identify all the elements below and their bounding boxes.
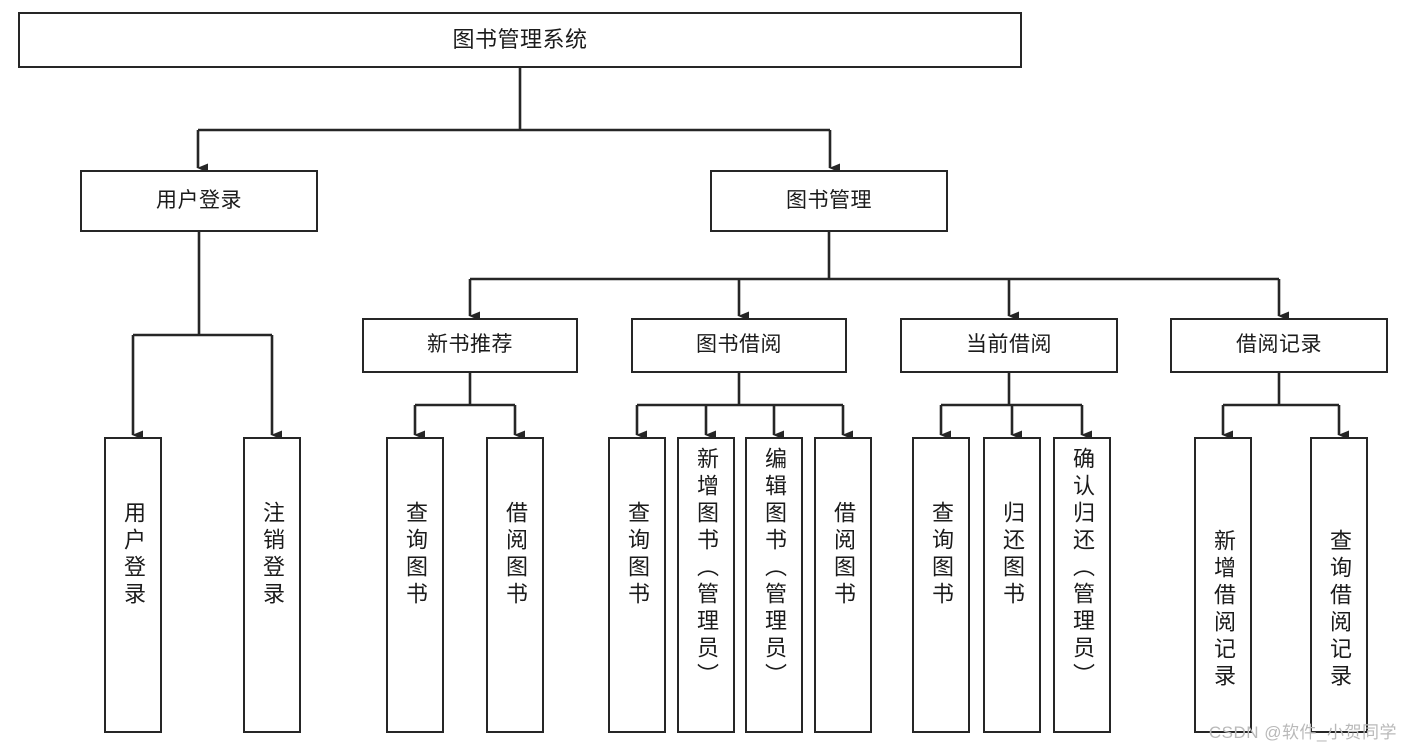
- node-leaf-add-record-label: 新增借阅记录: [1211, 529, 1236, 691]
- node-new-book-recommend-label: 新书推荐: [427, 333, 513, 357]
- node-borrow-record-label: 借阅记录: [1236, 333, 1322, 357]
- node-leaf-confirm-return-admin-label: 确认归还（管理员）: [1070, 447, 1095, 690]
- node-leaf-add-book-admin-label: 新增图书（管理员）: [694, 447, 719, 690]
- node-leaf-borrow-book[interactable]: 借阅图书: [814, 437, 872, 733]
- node-leaf-user-login-label: 用户登录: [121, 501, 146, 609]
- node-leaf-logout[interactable]: 注销登录: [243, 437, 301, 733]
- node-leaf-user-login[interactable]: 用户登录: [104, 437, 162, 733]
- node-leaf-query-book-borrow-label: 查询图书: [625, 501, 650, 609]
- node-leaf-query-book-rec[interactable]: 查询图书: [386, 437, 444, 733]
- node-leaf-query-book-rec-label: 查询图书: [403, 501, 428, 609]
- node-book-manage[interactable]: 图书管理: [710, 170, 948, 232]
- node-book-manage-label: 图书管理: [786, 188, 872, 212]
- node-leaf-add-record[interactable]: 新增借阅记录: [1194, 437, 1252, 733]
- node-leaf-confirm-return-admin[interactable]: 确认归还（管理员）: [1053, 437, 1111, 733]
- node-leaf-borrow-book-label: 借阅图书: [831, 501, 856, 609]
- node-leaf-return-book-label: 归还图书: [1000, 501, 1025, 609]
- node-user-login-label: 用户登录: [156, 188, 242, 212]
- node-book-borrow-label: 图书借阅: [696, 333, 782, 357]
- node-current-borrow[interactable]: 当前借阅: [900, 318, 1118, 373]
- node-leaf-return-book[interactable]: 归还图书: [983, 437, 1041, 733]
- node-leaf-edit-book-admin[interactable]: 编辑图书（管理员）: [745, 437, 803, 733]
- node-borrow-record[interactable]: 借阅记录: [1170, 318, 1388, 373]
- node-leaf-logout-label: 注销登录: [260, 501, 285, 609]
- node-leaf-add-book-admin[interactable]: 新增图书（管理员）: [677, 437, 735, 733]
- node-leaf-borrow-book-rec[interactable]: 借阅图书: [486, 437, 544, 733]
- node-leaf-query-book-cur-label: 查询图书: [929, 501, 954, 609]
- node-leaf-query-book-borrow[interactable]: 查询图书: [608, 437, 666, 733]
- node-root[interactable]: 图书管理系统: [18, 12, 1022, 68]
- node-root-label: 图书管理系统: [452, 27, 588, 53]
- node-leaf-query-record[interactable]: 查询借阅记录: [1310, 437, 1368, 733]
- node-current-borrow-label: 当前借阅: [966, 333, 1052, 357]
- node-leaf-query-book-cur[interactable]: 查询图书: [912, 437, 970, 733]
- node-leaf-borrow-book-rec-label: 借阅图书: [503, 501, 528, 609]
- watermark: CSDN @软件_小贺同学: [1208, 723, 1397, 742]
- node-book-borrow[interactable]: 图书借阅: [631, 318, 847, 373]
- node-leaf-edit-book-admin-label: 编辑图书（管理员）: [762, 447, 787, 690]
- node-user-login[interactable]: 用户登录: [80, 170, 318, 232]
- node-new-book-recommend[interactable]: 新书推荐: [362, 318, 578, 373]
- node-leaf-query-record-label: 查询借阅记录: [1327, 529, 1352, 691]
